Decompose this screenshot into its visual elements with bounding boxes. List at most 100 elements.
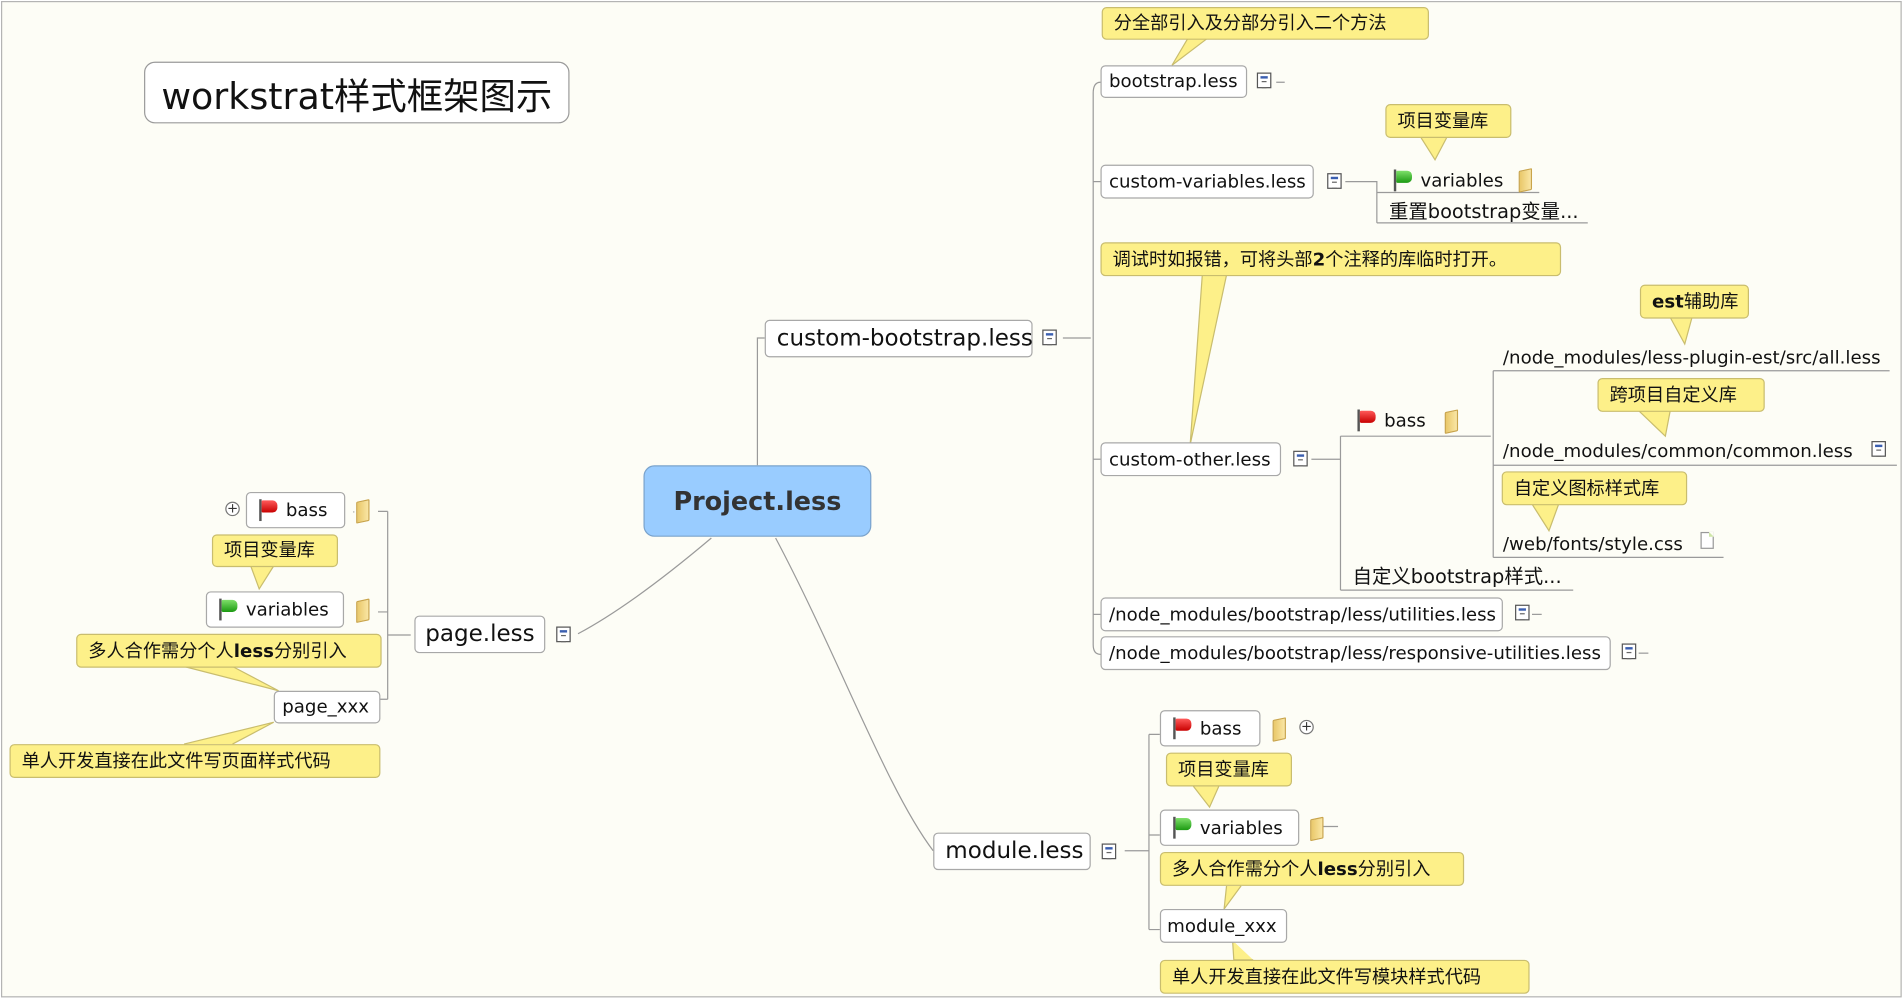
- note-icon[interactable]: [556, 626, 571, 643]
- node-module-less[interactable]: module.less: [933, 832, 1091, 871]
- pointer-style: [1531, 503, 1560, 533]
- node-label: variables: [1420, 168, 1504, 191]
- node-page-xxx[interactable]: page_xxx: [273, 690, 381, 724]
- node-common-less[interactable]: /node_modules/common/common.less: [1502, 439, 1853, 462]
- node-utilities-less[interactable]: /node_modules/bootstrap/less/utilities.l…: [1100, 597, 1503, 632]
- connector-central-page: [577, 537, 712, 635]
- callout-page-vars-note: 项目变量库: [211, 534, 338, 568]
- note-icon[interactable]: [1293, 450, 1308, 467]
- note-icon[interactable]: [1871, 441, 1886, 457]
- node-variables[interactable]: variables: [1391, 167, 1503, 194]
- node-custom-bootstrap-style[interactable]: 自定义bootstrap样式...: [1352, 564, 1562, 588]
- callout-text: 单人开发直接在此文件写模块样式代码: [1171, 965, 1482, 988]
- callout-text-bold: less: [233, 639, 274, 662]
- folder-icon[interactable]: [356, 598, 370, 624]
- flag-red-icon: [1355, 409, 1377, 432]
- callout-text-bold: est: [1652, 290, 1684, 312]
- node-style-css[interactable]: /web/fonts/style.css: [1502, 533, 1683, 555]
- callout-module-multi: 多人合作需分个人less分别引入: [1159, 851, 1465, 886]
- connector-module-children: [1124, 733, 1339, 931]
- callout-text: 调试时如报错，可将头部2个注释的库临时打开。: [1113, 250, 1508, 268]
- connector-cb-spine: [1092, 81, 1101, 655]
- pointer-custom-other: [1189, 274, 1228, 445]
- note-icon[interactable]: [1042, 329, 1057, 346]
- callout-text: 多人合作需分个人less分别引入: [1171, 857, 1431, 880]
- node-page-less[interactable]: page.less: [414, 615, 546, 654]
- note-icon[interactable]: [1327, 173, 1342, 189]
- flag-red-icon: [257, 499, 279, 522]
- callout-text-part: 多人合作需分个人: [88, 639, 234, 662]
- pointer-common: [1638, 410, 1671, 438]
- callout-text: 项目变量库: [1397, 109, 1489, 132]
- connector-co-children: [1311, 435, 1574, 591]
- connector-central-custom-bootstrap: [756, 337, 765, 466]
- node-module-xxx[interactable]: module_xxx: [1159, 908, 1288, 943]
- callout-est-note: est辅助库: [1639, 284, 1749, 319]
- pointer-module-single: [1231, 940, 1254, 961]
- callout-text: 分全部引入及分部分引入二个方法: [1113, 11, 1387, 34]
- callout-text-bold: less: [1317, 857, 1358, 880]
- folder-icon[interactable]: [1444, 409, 1459, 434]
- callout-text: 自定义图标样式库: [1513, 476, 1660, 499]
- node-module-variables[interactable]: variables: [1159, 809, 1300, 846]
- connector-bass-children: [1492, 370, 1897, 559]
- note-icon[interactable]: [1101, 843, 1117, 860]
- node-custom-variables[interactable]: custom-variables.less: [1100, 164, 1314, 199]
- note-icon[interactable]: [1621, 643, 1637, 660]
- node-est-all-less[interactable]: /node_modules/less-plugin-est/src/all.le…: [1502, 346, 1881, 369]
- folder-icon[interactable]: [1272, 717, 1286, 742]
- node-page-variables[interactable]: variables: [205, 591, 345, 628]
- callout-text: 跨项目自定义库: [1609, 383, 1737, 406]
- folder-icon[interactable]: [1518, 168, 1533, 193]
- note-icon[interactable]: [1256, 72, 1272, 89]
- connector-page-children: [353, 510, 411, 700]
- node-bootstrap[interactable]: bootstrap.less: [1100, 65, 1248, 98]
- connector-cv-children: [1345, 181, 1588, 224]
- callout-text-part: 多人合作需分个人: [1171, 857, 1318, 880]
- connector-group: [353, 81, 1897, 931]
- node-responsive-utilities-less[interactable]: /node_modules/bootstrap/less/responsive-…: [1100, 636, 1611, 671]
- node-reset-bootstrap-vars[interactable]: 重置bootstrap变量...: [1388, 199, 1579, 223]
- callout-style-note: 自定义图标样式库: [1501, 471, 1688, 506]
- node-module-bass[interactable]: bass: [1159, 710, 1261, 747]
- flag-green-icon: [217, 598, 239, 621]
- callout-text-part: 分别引入: [1357, 857, 1431, 880]
- diagram-title: workstrat样式框架图示: [144, 61, 570, 124]
- callout-text-part: 个注释的库临时打开。: [1325, 247, 1508, 270]
- folder-icon[interactable]: [1310, 816, 1324, 842]
- callout-text-part: 调试时如报错，可将头部: [1112, 247, 1313, 270]
- node-page-bass[interactable]: bass: [245, 491, 346, 529]
- node-label: bass: [285, 498, 328, 521]
- connector-central-module: [775, 537, 934, 852]
- expand-plus-icon[interactable]: +: [225, 500, 240, 517]
- node-label: variables: [1199, 816, 1283, 839]
- pointer-est: [1669, 317, 1693, 346]
- callout-bootstrap-note: 分全部引入及分部分引入二个方法: [1101, 7, 1429, 40]
- node-label: variables: [245, 598, 329, 620]
- pointer-page-multi: [183, 665, 279, 692]
- callout-module-single: 单人开发直接在此文件写模块样式代码: [1159, 959, 1530, 994]
- node-label: bass: [1199, 716, 1242, 739]
- flag-green-icon: [1171, 816, 1193, 839]
- callout-text: 多人合作需分个人less分别引入: [88, 639, 347, 662]
- callout-text-part: 分别引入: [273, 639, 347, 662]
- callout-pointers: [183, 38, 1693, 961]
- node-custom-other[interactable]: custom-other.less: [1100, 442, 1282, 477]
- pointer-custom-variables: [1419, 136, 1448, 162]
- expand-plus-icon[interactable]: +: [1299, 718, 1314, 735]
- note-icon[interactable]: [1515, 604, 1530, 621]
- callout-custom-variables-note: 项目变量库: [1385, 104, 1512, 138]
- callout-text: 单人开发直接在此文件写页面样式代码: [21, 749, 331, 772]
- callout-page-single: 单人开发直接在此文件写页面样式代码: [9, 744, 381, 779]
- pointer-bootstrap: [1171, 38, 1208, 66]
- node-custom-bootstrap[interactable]: custom-bootstrap.less: [764, 319, 1033, 358]
- file-icon[interactable]: [1700, 531, 1714, 549]
- callout-text-bold: 2: [1312, 247, 1326, 270]
- node-bass[interactable]: bass: [1355, 407, 1426, 434]
- pointer-page-vars: [250, 565, 275, 591]
- central-topic[interactable]: Project.less: [643, 465, 872, 537]
- folder-icon[interactable]: [356, 499, 370, 524]
- callout-text-part: 辅助库: [1683, 290, 1739, 312]
